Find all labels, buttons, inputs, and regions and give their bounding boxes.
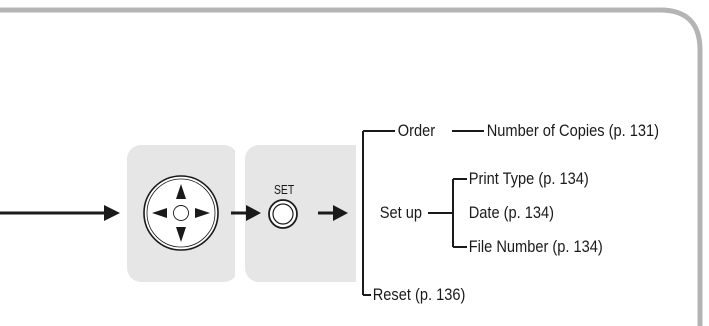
set-button-label: SET	[274, 182, 295, 197]
menu-item-print-type: Print Type (p. 134)	[467, 169, 591, 189]
set-to-menu-arrow	[318, 205, 348, 221]
menu-tree-lines	[362, 130, 484, 296]
control-dial-icon	[143, 175, 219, 251]
menu-item-file-number: File Number (p. 134)	[467, 237, 605, 257]
dial-to-set-arrow	[231, 205, 261, 221]
page-frame	[0, 7, 703, 326]
dial-left-arrow	[152, 208, 167, 218]
menu-item-set-up: Set up	[378, 203, 424, 223]
dial-up-arrow	[176, 184, 186, 199]
menu-item-order: Order	[396, 121, 437, 141]
menu-item-number-of-copies: Number of Copies (p. 131)	[485, 121, 661, 141]
menu-item-date: Date (p. 134)	[467, 203, 556, 223]
incoming-arrow	[0, 205, 120, 221]
dial-down-arrow	[176, 227, 186, 242]
dial-right-arrow	[195, 208, 210, 218]
menu-item-reset: Reset (p. 136)	[371, 285, 468, 305]
set-button-icon	[268, 199, 298, 229]
